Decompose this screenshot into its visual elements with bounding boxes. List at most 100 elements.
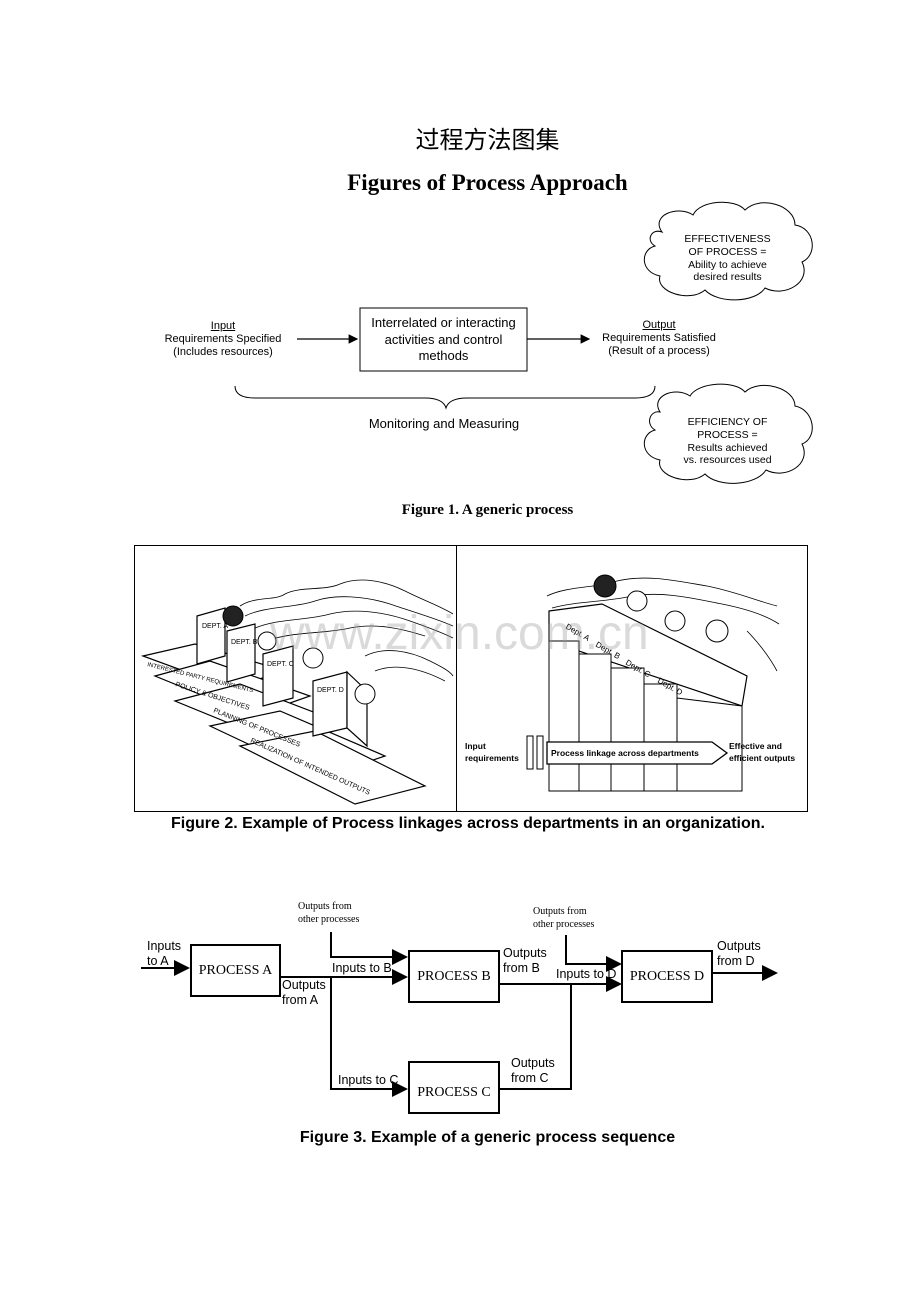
cloud-effi-line3: Results achieved [687,441,768,454]
cloud-efficiency-text: EFFICIENCY OF PROCESS = Results achieved… [665,416,790,467]
process-d-label: PROCESS D [629,969,705,984]
person-right-3 [664,610,686,632]
outputs-from-b-line2: from B [503,961,540,975]
crowd-right [546,577,780,672]
monitoring-label: Monitoring and Measuring [368,416,520,431]
inputs-to-d-text: Inputs to D [556,967,617,981]
inputs-to-a-line2: to A [147,954,169,968]
figure1-input-block: Input Requirements Specified (Includes r… [153,320,293,359]
process-b-label: PROCESS B [417,969,491,984]
crowd-left [239,579,454,682]
dept-a-label: DEPT. A [202,623,228,630]
right-output-line1: Effective and [729,741,782,751]
cloud-effi-line1: EFFICIENCY OF [687,416,768,428]
watermark: www.zixin.com.cn [270,607,649,660]
process-c-box [408,1061,500,1114]
arrow-other-to-b [330,932,408,965]
cloud-eff-line1: EFFECTIVENESS [684,233,771,245]
monitoring-brace [234,385,656,410]
figure2-divider [456,546,457,811]
column-d [643,683,678,792]
input-bar-2 [536,735,544,770]
figure2-caption: Figure 2. Example of Process linkages ac… [171,815,765,832]
process-a-box [190,944,281,997]
process-box-line1: Interrelated or interacting [371,315,516,330]
outputs-from-b-text: Outputs from B [503,946,547,976]
person-right-1 [593,574,617,598]
input-line2: (Includes resources) [173,346,273,358]
figure1-caption: Figure 1. A generic process [401,502,574,518]
outputs-from-d-line1: Outputs [717,939,761,953]
partition-b [226,623,256,683]
process-box [359,307,528,372]
input-line1: Requirements Specified [164,333,282,345]
linkage-arrow [546,741,729,765]
process-d-box [621,950,713,1003]
right-output-line2: efficient outputs [729,753,795,763]
page-title: Figures of Process Approach [347,170,628,195]
figure1-output-block: Output Requirements Satisfied (Result of… [589,319,729,358]
process-box-line3: methods [418,348,469,363]
linkage-table-top [548,603,748,707]
linkage-arrow-label: Process linkage across departments [551,748,699,758]
output-line2: (Result of a process) [608,345,710,357]
outputs-other-2-line2: other processes [533,919,595,930]
cloud-effi-line4: vs. resources used [683,454,772,467]
dept-c-label: DEPT. C [267,661,294,668]
partition-a [196,607,226,665]
output-label: Output [642,319,676,331]
right-input-line2: requirements [465,753,519,763]
output-line1: Requirements Satisfied [602,332,716,344]
inputs-to-a-text: Inputs to A [147,939,181,969]
outputs-from-c-line2: from C [511,1071,549,1085]
figure2-right-illustration: Dept. A Dept. B Dept. C Dept. D Process … [465,574,795,792]
cloud-eff-line3: Ability to achieve [688,258,767,271]
row5-band [238,730,427,805]
figure2-left-illustration: DEPT. A DEPT. B DEPT. C DEPT. D INTEREST… [140,579,454,805]
figure2-frame [134,545,808,812]
outputs-other-1-line1: Outputs from [298,901,352,912]
process-a-label: PROCESS A [198,963,273,978]
person-a [222,605,244,627]
arrow-c-to-d [499,984,572,1090]
arrow-other-to-d [565,935,622,972]
outputs-from-a-line2: from A [282,993,319,1007]
page-title-chinese: 过程方法图集 [415,126,560,154]
cloud-efficiency-shape [643,383,813,484]
person-d [354,683,376,705]
input-bar-1 [526,735,534,770]
figure3-caption: Figure 3. Example of a generic process s… [299,1129,676,1146]
person-right-4 [705,619,729,643]
input-label: Input [210,320,236,332]
arrow-a-to-c [330,977,408,1097]
partition-d [312,671,348,737]
outputs-from-d-line2: from D [717,954,755,968]
outputs-from-c-line1: Outputs [511,1056,555,1070]
inputs-to-b-text: Inputs to B [332,961,392,975]
process-box-line2: activities and control [384,331,503,347]
outputs-from-a-text: Outputs from A [282,978,326,1008]
process-box-text: Interrelated or interacting activities a… [360,315,527,365]
person-b [257,631,277,651]
cloud-eff-line4: desired results [693,271,762,284]
outputs-from-c-text: Outputs from C [511,1056,555,1086]
figure1-diagram [234,201,813,484]
column-c [610,667,645,792]
right-input-line1: Input [465,741,486,751]
column-a [548,640,580,792]
outputs-from-d-text: Outputs from D [717,939,761,969]
dept-b-label: DEPT. B [231,639,258,646]
outputs-other-1-line2: other processes [298,914,360,925]
outputs-other-2-text: Outputs from other processes [533,905,594,931]
partition-c [262,645,294,707]
cloud-effi-line2: PROCESS = [697,428,758,441]
outputs-from-a-line1: Outputs [282,978,326,992]
cloud-eff-line2: OF PROCESS = [688,245,767,258]
dept-d-label: DEPT. D [317,687,344,694]
inputs-to-c-text: Inputs to C [338,1073,399,1087]
process-c-label: PROCESS C [417,1085,491,1100]
figure3-diagram [141,932,778,1114]
person-c [302,647,324,669]
cloud-effectiveness-text: EFFECTIVENESS OF PROCESS = Ability to ac… [665,233,790,284]
column-b [578,653,612,792]
